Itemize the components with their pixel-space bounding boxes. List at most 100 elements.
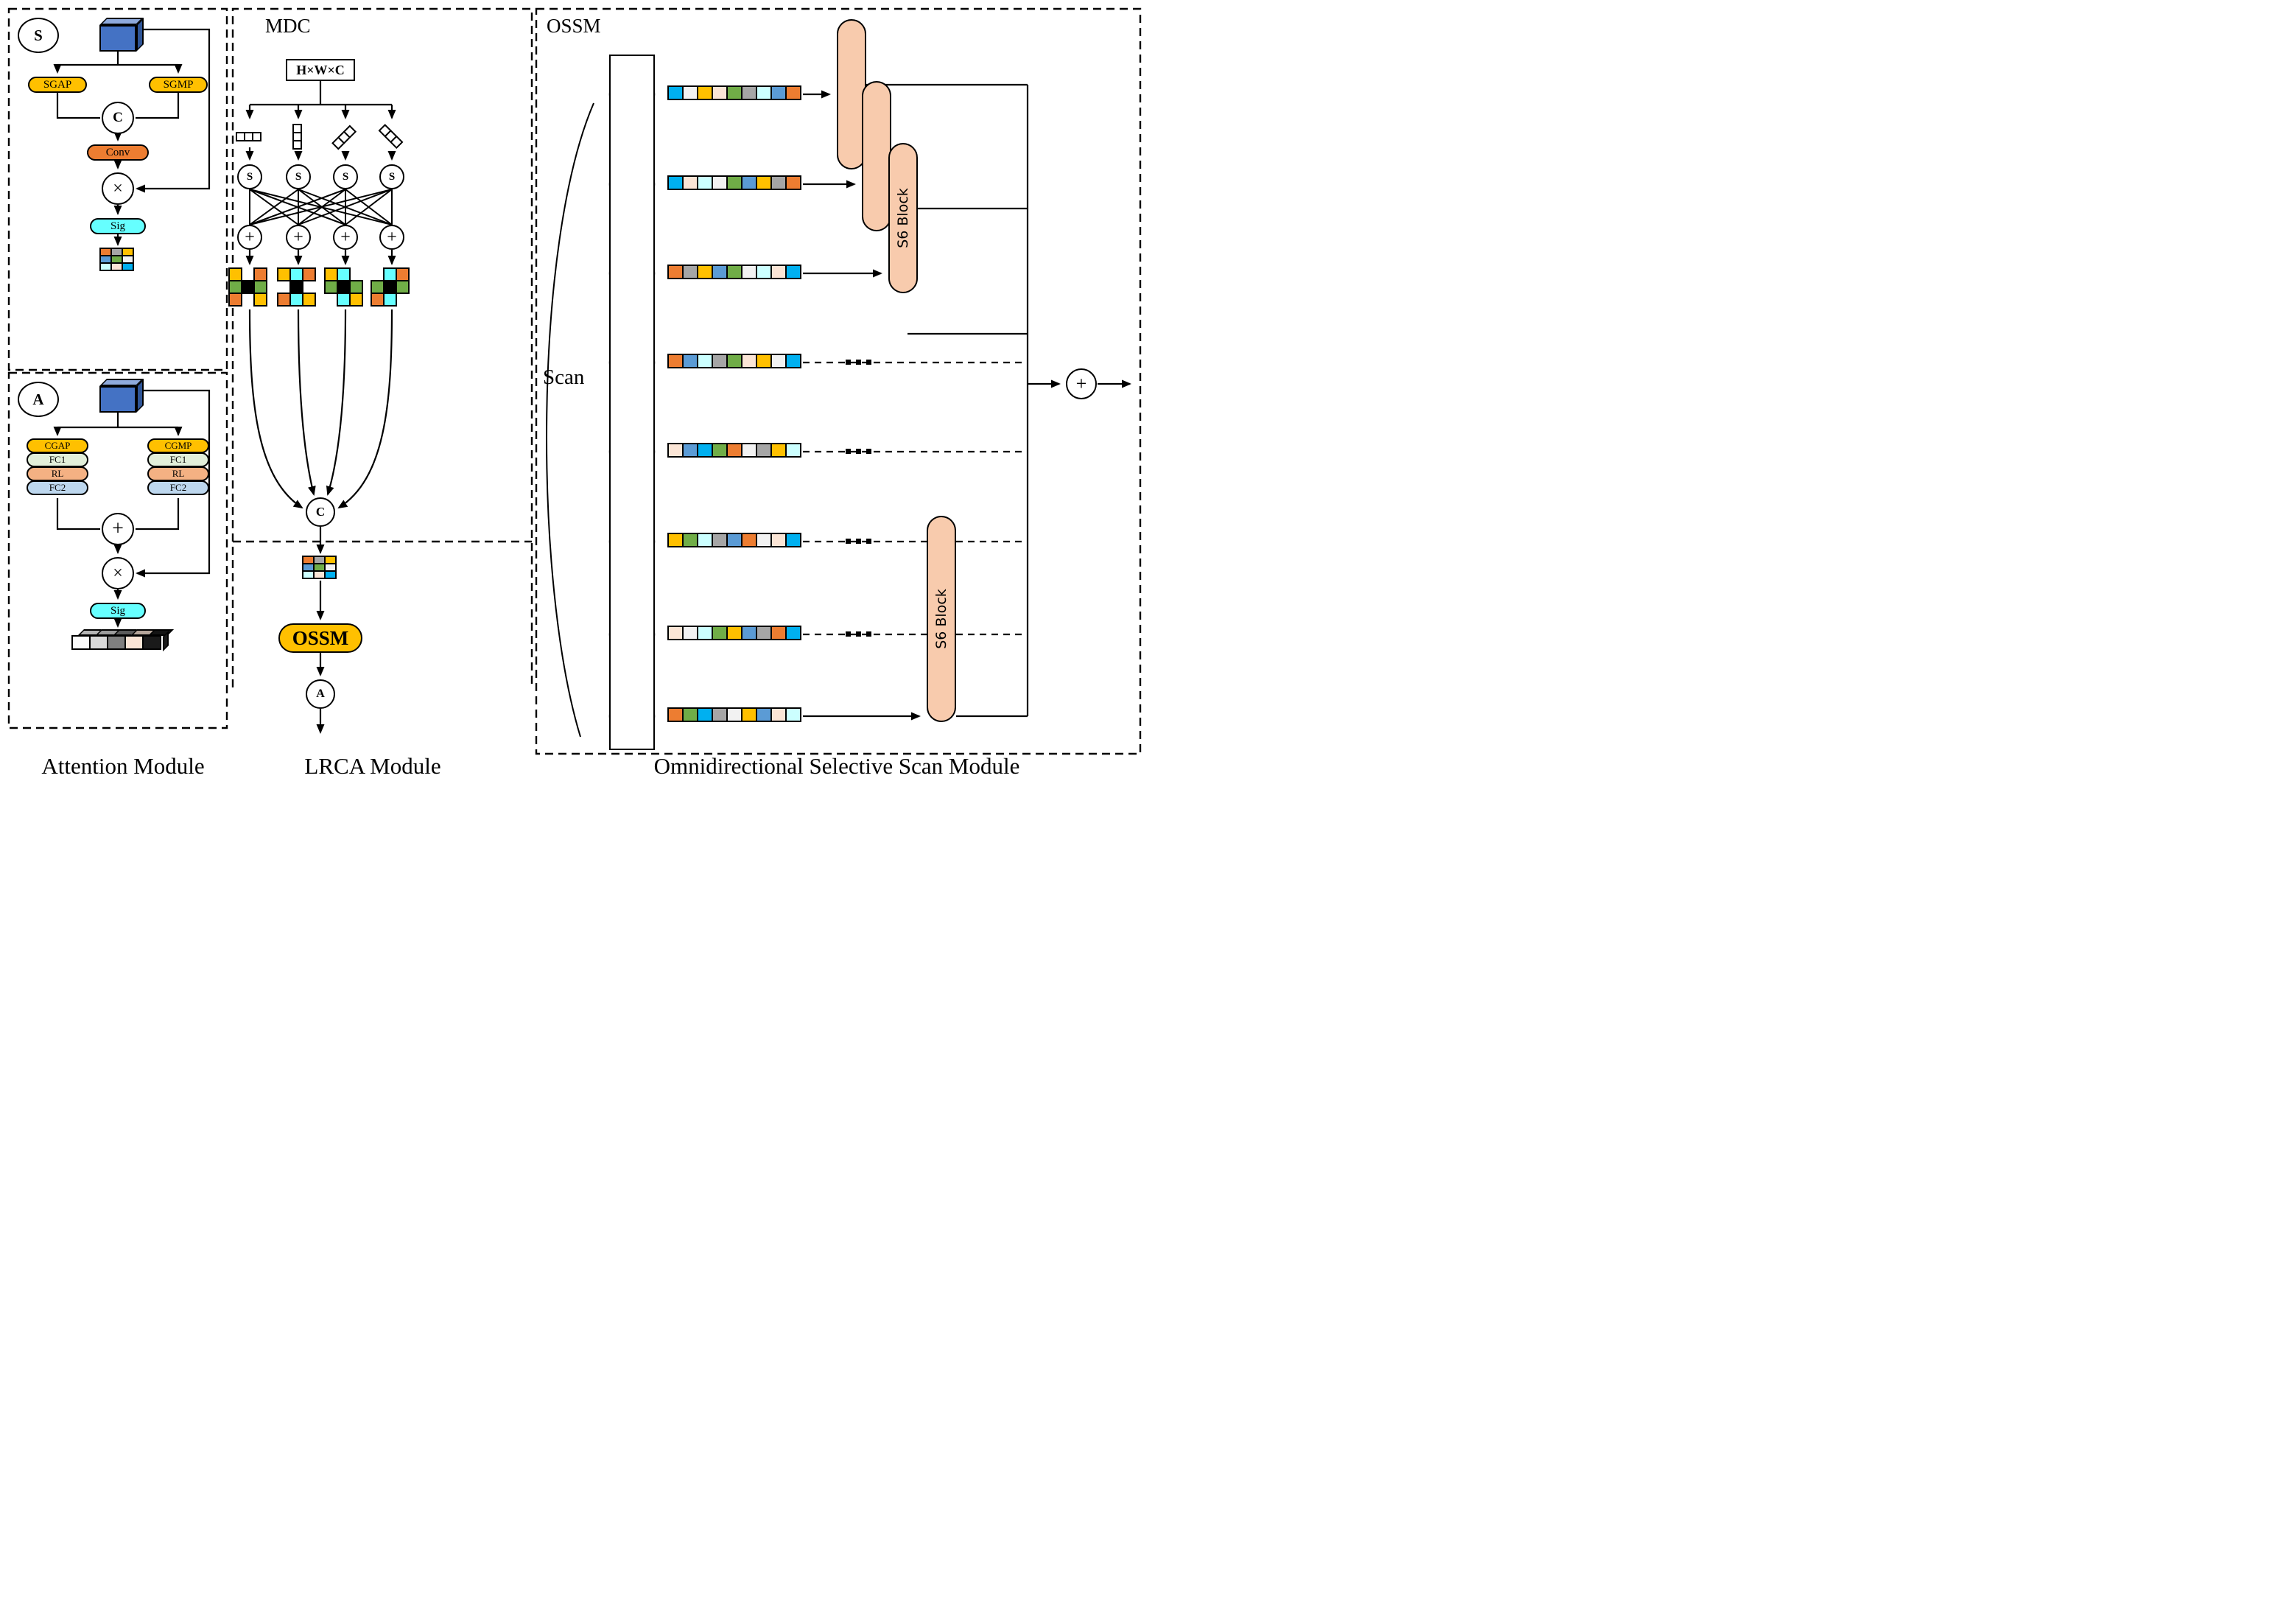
color-cell bbox=[726, 85, 742, 100]
concat-letter: C bbox=[113, 110, 123, 125]
crossing-lines bbox=[249, 189, 393, 225]
sum-node: + bbox=[1066, 368, 1097, 399]
sigmoid-label: Sig bbox=[110, 220, 125, 232]
color-cell bbox=[726, 443, 742, 458]
conv-label: Conv bbox=[105, 146, 130, 158]
color-cell bbox=[682, 533, 698, 547]
color-cell bbox=[302, 293, 316, 307]
color-cell bbox=[712, 354, 728, 368]
channel-attention-tag: A bbox=[18, 382, 59, 417]
ossm-box bbox=[535, 7, 1142, 755]
sgap-label: SGAP bbox=[43, 78, 72, 91]
s6-block-middle bbox=[862, 81, 891, 231]
s6-block-label: S6 Block bbox=[933, 589, 950, 649]
multiply-symbol: × bbox=[113, 563, 123, 583]
color-cell bbox=[785, 85, 801, 100]
cgmp-label: CGMP bbox=[164, 440, 192, 451]
scan-brace bbox=[546, 102, 594, 738]
scan-sequence-up-left bbox=[667, 443, 801, 458]
color-cell bbox=[667, 707, 684, 722]
color-cell bbox=[712, 175, 728, 190]
color-cell bbox=[741, 533, 757, 547]
color-cell bbox=[697, 626, 713, 640]
color-cell bbox=[682, 354, 698, 368]
color-cell bbox=[697, 175, 713, 190]
color-cell bbox=[770, 85, 787, 100]
label-text: OSSM bbox=[547, 15, 601, 37]
dims-text: H×W×C bbox=[296, 62, 345, 77]
split-node: S bbox=[237, 164, 262, 189]
feature-cube bbox=[99, 25, 136, 52]
color-cell bbox=[124, 635, 144, 650]
direction-kernel-vertical bbox=[277, 267, 316, 307]
caption-text: Omnidirectional Selective Scan Module bbox=[653, 753, 1020, 779]
multiply-node: × bbox=[102, 557, 134, 589]
fc1-label: FC1 bbox=[169, 454, 187, 465]
color-cell bbox=[741, 85, 757, 100]
ossm-pill-label: OSSM bbox=[292, 626, 349, 649]
split-letter: S bbox=[246, 170, 253, 183]
attention-module-caption: Attention Module bbox=[41, 753, 204, 780]
sigmoid-pill: Sig bbox=[90, 218, 146, 234]
color-cell bbox=[785, 707, 801, 722]
lrca-box bbox=[231, 7, 533, 687]
s6-block-front: S6 Block bbox=[888, 143, 918, 293]
sgap-pill: SGAP bbox=[28, 77, 87, 93]
cgmp-pill: CGMP bbox=[147, 438, 209, 453]
split-letter: S bbox=[388, 170, 396, 183]
color-cell bbox=[726, 354, 742, 368]
ossm-module-caption: Omnidirectional Selective Scan Module bbox=[654, 753, 1020, 780]
color-cell bbox=[697, 265, 713, 279]
scan-sequence-right bbox=[667, 265, 801, 279]
color-cell bbox=[756, 85, 772, 100]
color-cell bbox=[785, 175, 801, 190]
color-cell bbox=[756, 533, 772, 547]
cgap-pill: CGAP bbox=[27, 438, 88, 453]
a-panel-wires bbox=[53, 389, 211, 628]
color-cell bbox=[756, 265, 772, 279]
color-cell bbox=[770, 443, 787, 458]
scan-column-box bbox=[609, 55, 655, 750]
color-cell bbox=[697, 85, 713, 100]
ossm-label: OSSM bbox=[547, 15, 601, 38]
color-cell bbox=[756, 175, 772, 190]
sum-symbol: + bbox=[1075, 373, 1087, 394]
color-cell bbox=[726, 626, 742, 640]
color-cell bbox=[142, 635, 161, 650]
scan-sequence-down bbox=[667, 354, 801, 368]
split-node: S bbox=[333, 164, 358, 189]
s6-block-label-wrap: S6 Block bbox=[928, 517, 955, 721]
scan-label: Scan bbox=[543, 365, 584, 390]
color-cell bbox=[770, 265, 787, 279]
color-cell bbox=[741, 354, 757, 368]
multiply-node: × bbox=[102, 172, 134, 205]
cgmp-stack: CGMP FC1 RL FC2 bbox=[147, 438, 209, 495]
relu-pill: RL bbox=[147, 466, 209, 481]
color-cell bbox=[667, 443, 684, 458]
add-symbol: + bbox=[112, 517, 124, 540]
fc2-label: FC2 bbox=[49, 482, 66, 493]
color-cell bbox=[667, 175, 684, 190]
color-cell bbox=[667, 626, 684, 640]
color-cell bbox=[682, 626, 698, 640]
add-node: + bbox=[102, 513, 134, 545]
split-node: S bbox=[286, 164, 311, 189]
sgmp-pill: SGMP bbox=[149, 77, 208, 93]
concat-node: C bbox=[102, 102, 134, 134]
color-cell bbox=[785, 354, 801, 368]
color-cell bbox=[741, 175, 757, 190]
color-cell bbox=[292, 140, 302, 150]
color-cell bbox=[770, 707, 787, 722]
add-node: + bbox=[286, 225, 311, 250]
split-letter: S bbox=[342, 170, 349, 183]
relu-label: RL bbox=[51, 468, 64, 479]
color-cell bbox=[89, 635, 108, 650]
color-cell bbox=[682, 175, 698, 190]
color-cell bbox=[253, 293, 267, 307]
color-cell bbox=[756, 354, 772, 368]
color-cell bbox=[107, 635, 126, 650]
conv-pill: Conv bbox=[87, 144, 149, 161]
color-cell bbox=[785, 533, 801, 547]
sgmp-label: SGMP bbox=[163, 78, 194, 91]
color-cell bbox=[383, 293, 397, 307]
